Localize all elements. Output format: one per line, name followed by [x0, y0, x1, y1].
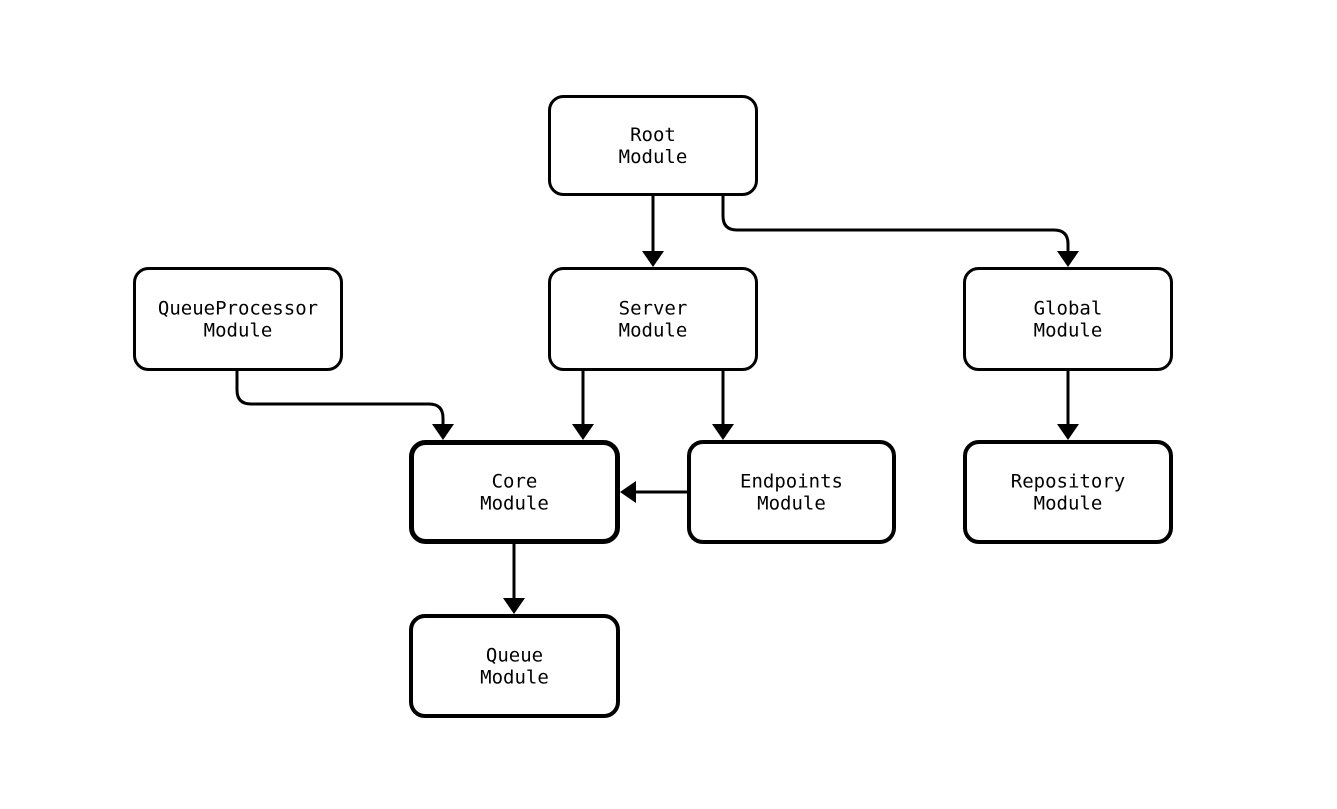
- node-label-line2: Module: [204, 320, 273, 342]
- arrowhead-icon: [620, 481, 636, 503]
- node-label-line1: Core: [492, 471, 538, 493]
- edge-server-to-core: [572, 371, 594, 440]
- arrowhead-icon: [432, 424, 454, 440]
- node-label-line1: Endpoints: [740, 471, 843, 493]
- node-label-line2: Module: [757, 493, 826, 515]
- node-box[interactable]: [963, 267, 1173, 371]
- node-label-line2: Module: [619, 320, 688, 342]
- nodes-layer: RootModuleQueueProcessorModuleServerModu…: [133, 95, 1173, 718]
- edge-line: [721, 196, 1070, 258]
- arrowhead-icon: [1057, 424, 1079, 440]
- node-box[interactable]: [963, 440, 1173, 544]
- node-label-line1: Queue: [486, 645, 543, 667]
- node-label-line2: Module: [619, 146, 688, 168]
- node-box[interactable]: [687, 440, 896, 544]
- arrowhead-icon: [1057, 251, 1079, 267]
- arrowhead-icon: [503, 598, 525, 614]
- edge-server-to-endpoints: [712, 371, 734, 440]
- arrowhead-icon: [642, 251, 664, 267]
- edges-layer: [235, 196, 1079, 614]
- node-label-line1: Server: [619, 298, 688, 320]
- node-box[interactable]: [133, 267, 343, 371]
- edge-root-to-global: [721, 196, 1079, 267]
- node-box[interactable]: [409, 440, 620, 544]
- edge-global-to-repository: [1057, 371, 1079, 440]
- node-label-line2: Module: [1034, 493, 1103, 515]
- edge-core-to-queue: [503, 544, 525, 614]
- node-box[interactable]: [409, 614, 620, 718]
- node-box[interactable]: [548, 267, 758, 371]
- node-label-line2: Module: [1034, 320, 1103, 342]
- node-box[interactable]: [548, 95, 758, 196]
- arrowhead-icon: [712, 424, 734, 440]
- node-label-line2: Module: [480, 667, 549, 689]
- edge-line: [235, 371, 445, 431]
- node-label-line2: Module: [480, 493, 549, 515]
- node-label-line1: QueueProcessor: [158, 298, 318, 320]
- node-label-line1: Root: [630, 124, 676, 146]
- node-label-line1: Global: [1034, 298, 1103, 320]
- arrowhead-icon: [572, 424, 594, 440]
- edge-endpoints-to-core: [620, 481, 687, 503]
- node-label-line1: Repository: [1011, 471, 1125, 493]
- edge-root-to-server: [642, 196, 664, 267]
- edge-queueprocessor-to-core: [235, 371, 454, 440]
